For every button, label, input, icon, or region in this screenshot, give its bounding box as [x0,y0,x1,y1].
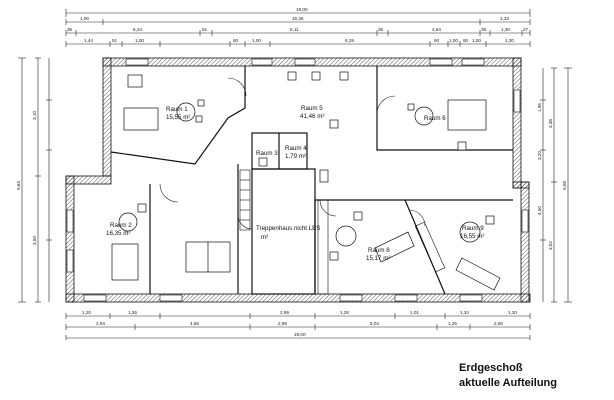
dim-label: 1,26 [448,321,457,326]
stair-elements [239,169,446,295]
dim-label: 3,50 [32,236,37,245]
room-7-area: m² [261,234,268,241]
room-5-name: Raum 5 [301,105,323,112]
dim-label: 36 [67,27,73,32]
desk [123,107,159,131]
dim-label: 15,36 [292,16,304,21]
windows [66,58,529,302]
dim-label: 4,64 [432,27,441,32]
dim-label: 51 [202,27,208,32]
top-dimension-labels: 19,00 1,00 15,36 1,33 36 5,24 51 5,11 36… [67,7,529,43]
plan-caption-title: Erdgeschoß [459,362,523,374]
bottom-dimension-chains [65,313,531,340]
dim-label: 60 [463,38,469,43]
room-4-area: 1,79 m² [285,153,306,160]
room-2-name: Raum 2 [110,222,132,229]
dim-label: 3,20 [537,151,542,160]
dim-label: 1,26 [340,310,349,315]
dim-label: 3,38 [548,119,553,128]
dim-label: 60 [233,38,239,43]
dim-label: 1,00 [472,38,481,43]
dim-overall-top: 19,00 [296,7,308,12]
room-5-area: 41,46 m² [300,113,324,120]
dim-label: 36 [378,27,384,32]
room-6-name: Raum 6 [424,115,446,122]
side-dimension-labels: 3,10 9,63 3,50 3,38 9,58 3,52 1,95 3,20 … [16,103,567,250]
dim-label: 5,24 [133,27,142,32]
cabinet [127,74,143,88]
dim-label: 1,44 [84,38,93,43]
dim-label: 1,33 [500,16,509,21]
side-dimension-chains [18,57,572,303]
top-dimension-chains [65,9,531,47]
floor-plan: 19,00 1,00 15,36 1,33 36 5,24 51 5,11 36… [16,7,572,340]
round-table [176,102,196,122]
room-4-name: Raum 4 [285,145,307,152]
room-3-name: Raum 3 [256,150,278,157]
dim-label: 1,30 [501,27,510,32]
dim-label: 60 [434,38,440,43]
dim-label: 1,34 [460,310,469,315]
dim-label: 9,63 [16,181,21,190]
door-swings [159,77,426,230]
dim-label: 1,00 [252,38,261,43]
dim-label: 1,01 [410,310,419,315]
dim-label: 1,26 [128,310,137,315]
dim-label: 4,65 [190,321,199,326]
plan-caption-subtitle: aktuelle Aufteilung [459,377,557,389]
dim-label: 27 [523,27,529,32]
dim-label: 2,94 [96,321,105,326]
room-8-area: 15,17 m² [366,255,390,262]
dim-label: 2,99 [280,310,289,315]
dim-label: 1,00 [80,16,89,21]
interior-walls [110,66,513,295]
bottom-dimension-labels: 1,20 1,26 2,99 1,26 1,01 1,34 1,20 2,94 … [82,310,517,337]
dim-overall-bottom: 19,00 [294,332,306,337]
room-1-name: Raum 1 [166,106,188,113]
dim-label: 6,29 [345,38,354,43]
furniture [111,71,501,291]
dim-label: 3,10 [32,111,37,120]
dim-label: 1,30 [505,38,514,43]
room-9-area: 16,55 m² [460,233,484,240]
dim-label: 3,52 [548,241,553,250]
dim-label: 1,20 [82,310,91,315]
room-2-area: 16,35 m² [106,230,130,237]
dim-label: 1,00 [135,38,144,43]
dim-label: 5,04 [370,321,379,326]
room-9-name: Raum 9 [462,225,484,232]
dim-label: 1,00 [449,38,458,43]
dim-label: 5,11 [290,27,299,32]
dim-label: 51 [112,38,118,43]
dim-label: 1,20 [508,310,517,315]
room-7-name: Treppenhaus nicht LBS [256,225,320,232]
dim-label: 2,99 [278,321,287,326]
room-1-area: 15,55 m² [166,114,190,121]
dim-label: 2,50 [494,321,503,326]
room-labels: Raum 1 15,55 m² Raum 2 16,35 m² Raum 3 R… [106,105,484,262]
room-8-name: Raum 8 [368,247,390,254]
dim-label: 4,50 [537,206,542,215]
dim-label: 1,95 [537,103,542,112]
dim-label: 9,58 [562,181,567,190]
dim-label: 36 [481,27,487,32]
